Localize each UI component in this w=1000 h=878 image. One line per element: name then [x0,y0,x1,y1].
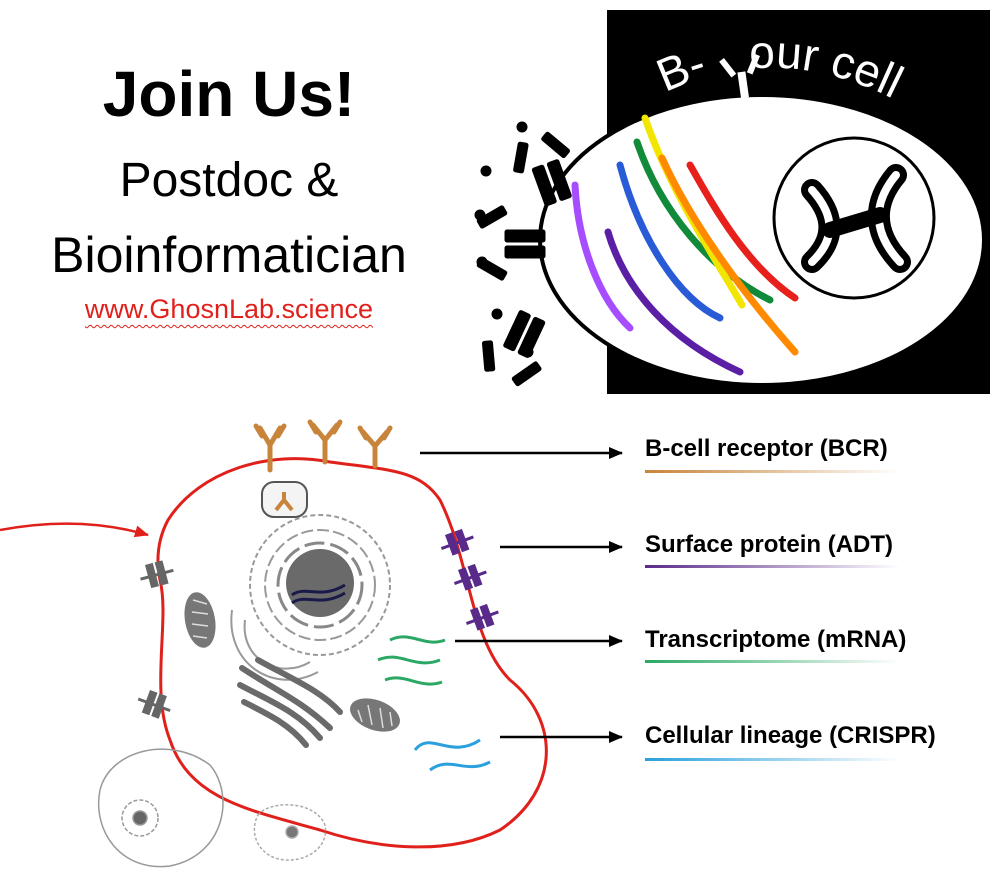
cell-membrane [156,457,548,849]
underline-adt [645,565,900,568]
crispr-strands [413,738,491,772]
label-crispr: Cellular lineage (CRISPR) [645,722,936,749]
label-mrna: Transcriptome (mRNA) [645,626,907,653]
rainbow-arc [604,228,744,376]
vesicle-bcr-icon [274,492,294,512]
lab-website-link[interactable]: www.GhosnLab.science [84,294,374,324]
nucleus-core [286,549,354,617]
logo-panel: B- our cell [474,10,990,394]
dna-strand-1 [291,583,346,597]
mitochondrion-1 [184,592,216,648]
golgi-apparatus [237,657,343,748]
rainbow-arc [658,154,799,356]
underline-bcr [645,470,900,473]
logo-rainbow-arcs [571,114,799,376]
logo-chromosome-icon [801,164,911,273]
bcr-antibody-icons [253,419,393,473]
adt-protein-icons [440,528,499,631]
nucleus-with-er [230,514,391,681]
label-bcr: B-cell receptor (BCR) [645,435,888,462]
background-cell-small [253,804,327,861]
dna-strand-2 [291,591,346,605]
rainbow-arc [571,181,634,332]
rainbow-arc [686,161,799,302]
headline-subtitle-line2: Bioinformatician [51,227,407,283]
rainbow-arc [633,138,774,304]
gray-receptor-icons [137,560,174,719]
label-adt: Surface protein (ADT) [645,531,894,558]
logo-antibody-icons [474,121,572,387]
rainbow-arc [616,161,724,322]
incoming-red-arrow [0,522,149,538]
logo-y-antibody-icon [719,53,760,99]
mitochondrion-2 [350,698,400,732]
underline-mrna [645,660,900,663]
single-cell-diagram [0,419,900,868]
headline-title: Join Us! [102,58,356,130]
underline-crispr [645,758,900,761]
background-cell-large [97,748,224,868]
headline-subtitle-line1: Postdoc & [119,154,339,207]
mrna-strands [377,635,446,686]
